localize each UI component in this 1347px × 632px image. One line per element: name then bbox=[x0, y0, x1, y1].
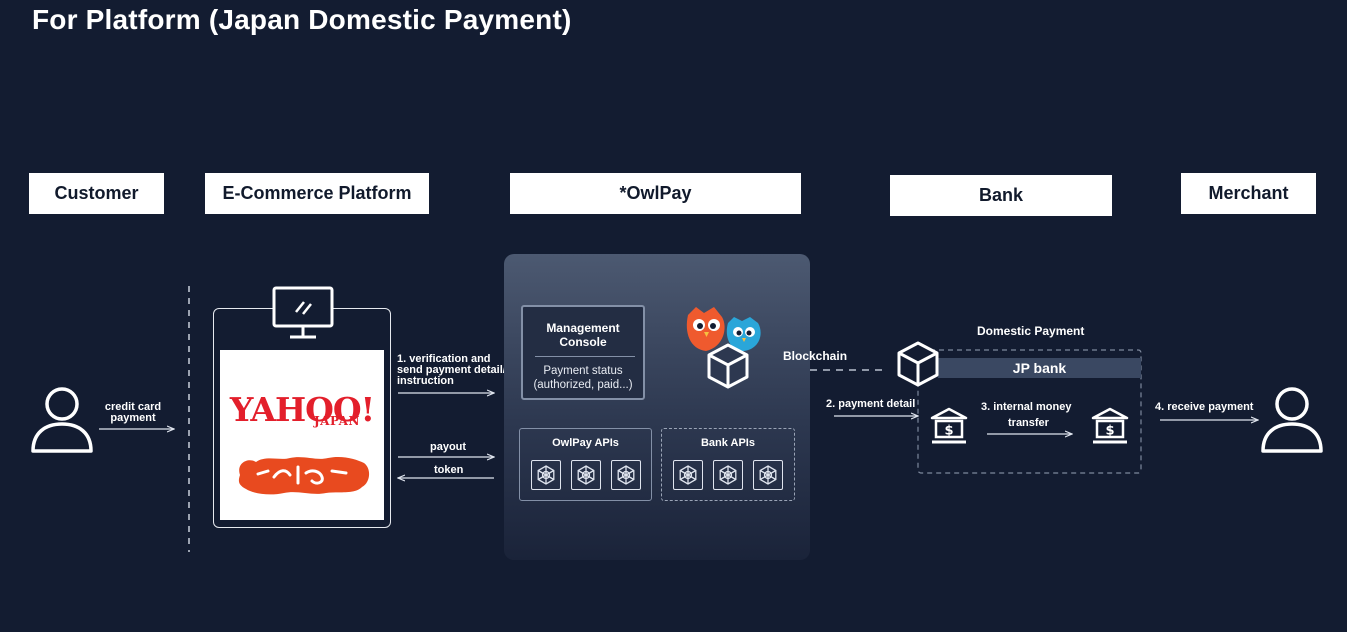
owlpay-blockchain-cube-icon bbox=[707, 343, 749, 389]
credit-card-label-2: payment bbox=[110, 412, 156, 424]
management-console-title: Management Console bbox=[523, 321, 643, 349]
blockchain-label: Blockchain bbox=[783, 349, 848, 363]
payment-status-b: (authorized, paid...) bbox=[533, 379, 633, 391]
bank-blockchain-cube-icon bbox=[897, 341, 939, 387]
bank-building-icon: $ bbox=[930, 407, 968, 444]
api-module-icon bbox=[531, 460, 561, 490]
lane-header-bank: Bank bbox=[890, 175, 1112, 216]
api-module-icon bbox=[673, 460, 703, 490]
management-console-title-a: Management bbox=[546, 321, 620, 335]
api-module-icon bbox=[753, 460, 783, 490]
svg-text:$: $ bbox=[944, 424, 953, 439]
step3-label-b: transfer bbox=[1008, 417, 1049, 429]
monitor-icon bbox=[272, 286, 334, 339]
yahoo-japan-logo: JAPAN bbox=[314, 414, 360, 428]
management-console-box: Management Console Payment status (autho… bbox=[521, 305, 645, 400]
step1-label-a: 1. verification and bbox=[397, 353, 491, 365]
owlpay-apis-title: OwlPay APIs bbox=[552, 437, 619, 449]
bank-building-icon: $ bbox=[1091, 407, 1129, 444]
payment-status: Payment status (authorized, paid...) bbox=[523, 364, 643, 392]
ecommerce-logos-panel: YAHOO! JAPAN bbox=[220, 350, 384, 520]
page-title: For Platform (Japan Domestic Payment) bbox=[32, 4, 572, 35]
step2-label: 2. payment detail bbox=[826, 398, 916, 410]
yahoo-logo: YAHOO! bbox=[229, 390, 375, 429]
step1-label-b: send payment detail/ bbox=[397, 364, 506, 376]
bank-apis-box: Bank APIs bbox=[661, 428, 795, 501]
shopping-brand-logo bbox=[238, 456, 370, 495]
svg-text:$: $ bbox=[1105, 424, 1114, 439]
lane-header-owlpay: *OwlPay bbox=[510, 173, 801, 214]
owl-mascot-icon bbox=[686, 307, 761, 351]
credit-card-label: credit card bbox=[104, 401, 162, 413]
domestic-payment-label: Domestic Payment bbox=[977, 324, 1085, 338]
management-console-title-b: Console bbox=[559, 335, 607, 349]
api-module-icon bbox=[713, 460, 743, 490]
lane-header-customer: Customer bbox=[29, 173, 164, 214]
api-module-icon bbox=[611, 460, 641, 490]
step1-label-c: instruction bbox=[397, 375, 454, 387]
api-module-icon bbox=[571, 460, 601, 490]
merchant-person-icon bbox=[1261, 387, 1323, 453]
owlpay-panel bbox=[504, 254, 810, 560]
step3-label-a: 3. internal money bbox=[981, 401, 1072, 413]
owlpay-apis-box: OwlPay APIs bbox=[519, 428, 652, 501]
payment-status-a: Payment status bbox=[543, 365, 623, 377]
domestic-payment-box bbox=[917, 349, 1142, 474]
token-label: token bbox=[434, 464, 464, 476]
lane-header-ecommerce: E-Commerce Platform bbox=[205, 173, 429, 214]
payout-label: payout bbox=[430, 441, 467, 453]
management-console-divider bbox=[535, 356, 635, 357]
lane-header-merchant: Merchant bbox=[1181, 173, 1316, 214]
jp-bank-bar: JP bank bbox=[938, 358, 1141, 378]
step4-label: 4. receive payment bbox=[1155, 401, 1254, 413]
customer-person-icon bbox=[31, 387, 93, 453]
bank-apis-title: Bank APIs bbox=[700, 437, 755, 449]
